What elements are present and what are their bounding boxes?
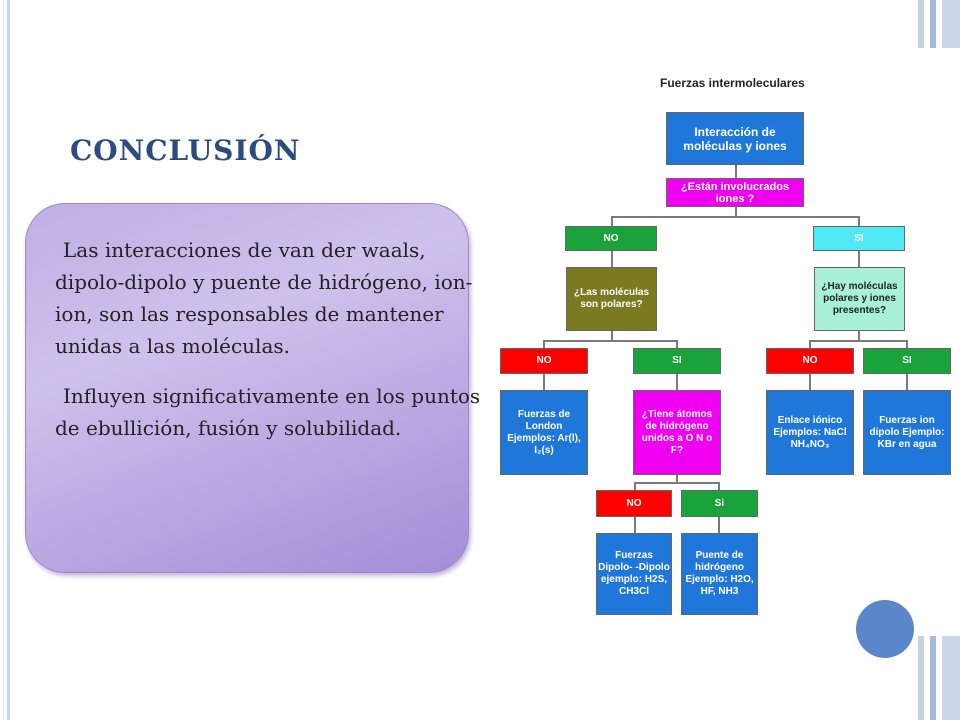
no-hydrogen-label: NO — [626, 497, 642, 509]
top-right-deco-bar — [930, 0, 936, 48]
question-polar-ions-label: ¿Hay moléculas polares y iones presentes… — [821, 281, 898, 316]
yes-polar-node: SI — [633, 348, 721, 374]
question-hydrogen-node: ¿Tiene átomos de hidrógeno unidos a O N … — [633, 390, 721, 475]
connector — [735, 165, 737, 178]
deco-circle — [856, 600, 914, 658]
no-polar-label: NO — [536, 355, 552, 366]
conclusion-paragraph-2: Influyen significativamente en los punto… — [55, 380, 495, 444]
question-ions-node: ¿Están involucrados iones ? — [666, 178, 804, 207]
slide-title: CONCLUSIÓN — [70, 134, 301, 167]
ionic-label: Enlace iónico Ejemplos: NaCl NH₄NO₃ — [773, 414, 847, 450]
question-ions-label: ¿Están involucrados iones ? — [680, 180, 790, 205]
ion-dipole-node: Fuerzas ion dipolo Ejemplo: KBr en agua — [863, 390, 951, 475]
connector — [809, 340, 811, 348]
ion-dipole-label: Fuerzas ion dipolo Ejemplo: KBr en agua — [869, 414, 945, 450]
yes-polar-label: SI — [672, 355, 682, 366]
yes-polar-ions-node: SI — [863, 348, 951, 374]
bottom-right-deco-bar — [930, 636, 936, 720]
connector — [809, 340, 908, 342]
conclusion-paragraph-1: Las interacciones de van der waals, dipo… — [55, 234, 495, 362]
connector — [906, 340, 908, 348]
no-ions-label: NO — [603, 232, 619, 244]
connector — [543, 340, 545, 348]
no-hydrogen-node: NO — [596, 490, 672, 517]
diagram-title: Fuerzas intermoleculares — [660, 76, 805, 90]
connector — [543, 340, 678, 342]
no-ions-node: NO — [565, 226, 657, 251]
dipole-node: Fuerzas Dipolo- -Dipolo ejemplo: H2S, CH… — [596, 533, 672, 615]
root-node: Interacción de moléculas y iones — [666, 112, 804, 165]
yes-hydrogen-node: Si — [681, 490, 758, 517]
connector — [634, 482, 636, 490]
connector — [676, 475, 678, 483]
conclusion-text: Las interacciones de van der waals, dipo… — [55, 234, 495, 462]
paragraph-2-text: Influyen significativamente en los punto… — [55, 384, 481, 440]
hbond-node: Puente de hidrógeno Ejemplo: H2O, HF, NH… — [681, 533, 758, 615]
question-polar-ions-node: ¿Hay moléculas polares y iones presentes… — [814, 267, 905, 331]
connector — [718, 517, 720, 533]
top-right-deco-bar — [918, 0, 924, 48]
yes-ions-label: SI — [854, 232, 864, 244]
yes-ions-node: SI — [813, 226, 905, 251]
yes-hydrogen-label: Si — [714, 497, 725, 509]
no-polar-node: NO — [500, 348, 588, 374]
connector — [611, 216, 860, 218]
connector — [906, 374, 908, 390]
connector — [809, 374, 811, 390]
connector — [735, 207, 737, 217]
connector — [611, 331, 613, 341]
left-border-line — [3, 0, 4, 720]
connector — [543, 374, 545, 390]
top-right-deco-bar — [942, 0, 960, 48]
bottom-right-deco-bar — [942, 636, 960, 720]
connector — [858, 331, 860, 341]
question-hydrogen-label: ¿Tiene átomos de hidrógeno unidos a O N … — [641, 408, 713, 456]
hbond-label: Puente de hidrógeno Ejemplo: H2O, HF, NH… — [685, 550, 754, 597]
conclusion-bubble — [25, 203, 469, 573]
connector — [676, 340, 678, 348]
yes-polar-ions-label: SI — [902, 355, 912, 366]
london-node: Fuerzas de London Ejemplos: Ar(l), I₂(s) — [500, 390, 588, 475]
no-polar-ions-label: NO — [802, 355, 818, 366]
question-polar-node: ¿Las moléculas son polares? — [566, 267, 657, 331]
root-node-label: Interacción de moléculas y iones — [683, 124, 787, 153]
no-polar-ions-node: NO — [766, 348, 854, 374]
dipole-label: Fuerzas Dipolo- -Dipolo ejemplo: H2S, CH… — [598, 550, 670, 597]
connector — [611, 216, 613, 226]
connector — [718, 482, 720, 490]
connector — [611, 251, 613, 267]
connector — [634, 482, 720, 484]
connector — [858, 216, 860, 226]
connector — [858, 251, 860, 267]
ionic-node: Enlace iónico Ejemplos: NaCl NH₄NO₃ — [766, 390, 854, 475]
question-polar-label: ¿Las moléculas son polares? — [573, 287, 650, 310]
connector — [634, 517, 636, 533]
london-label: Fuerzas de London Ejemplos: Ar(l), I₂(s) — [507, 408, 581, 456]
bottom-right-deco-bar — [918, 636, 924, 720]
left-border-bar — [7, 0, 10, 720]
connector — [676, 374, 678, 390]
paragraph-1-text: Las interacciones de van der waals, dipo… — [55, 238, 473, 358]
